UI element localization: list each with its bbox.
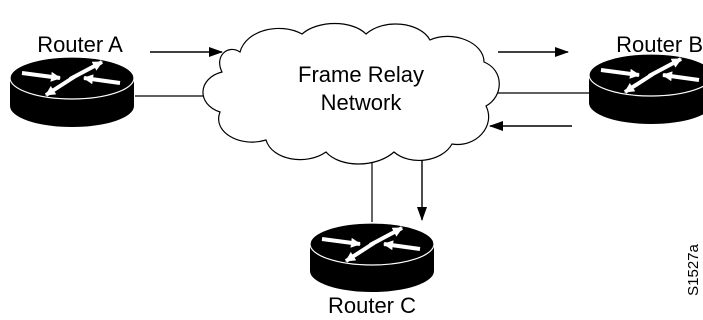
router-b bbox=[588, 53, 703, 124]
router-icon bbox=[588, 53, 703, 124]
router-c bbox=[309, 222, 435, 292]
router-c-label: Router C bbox=[328, 293, 416, 318]
cloud-label-line1: Frame Relay bbox=[298, 62, 424, 87]
router-a-label: Router A bbox=[37, 32, 123, 57]
router-icon bbox=[9, 56, 135, 127]
cloud-label-line2: Network bbox=[321, 90, 403, 115]
cloud-icon bbox=[202, 23, 500, 165]
router-icon bbox=[309, 222, 435, 292]
router-b-label: Router B bbox=[616, 32, 703, 57]
router-a bbox=[9, 56, 135, 127]
figure-id: S1527a bbox=[685, 243, 702, 295]
